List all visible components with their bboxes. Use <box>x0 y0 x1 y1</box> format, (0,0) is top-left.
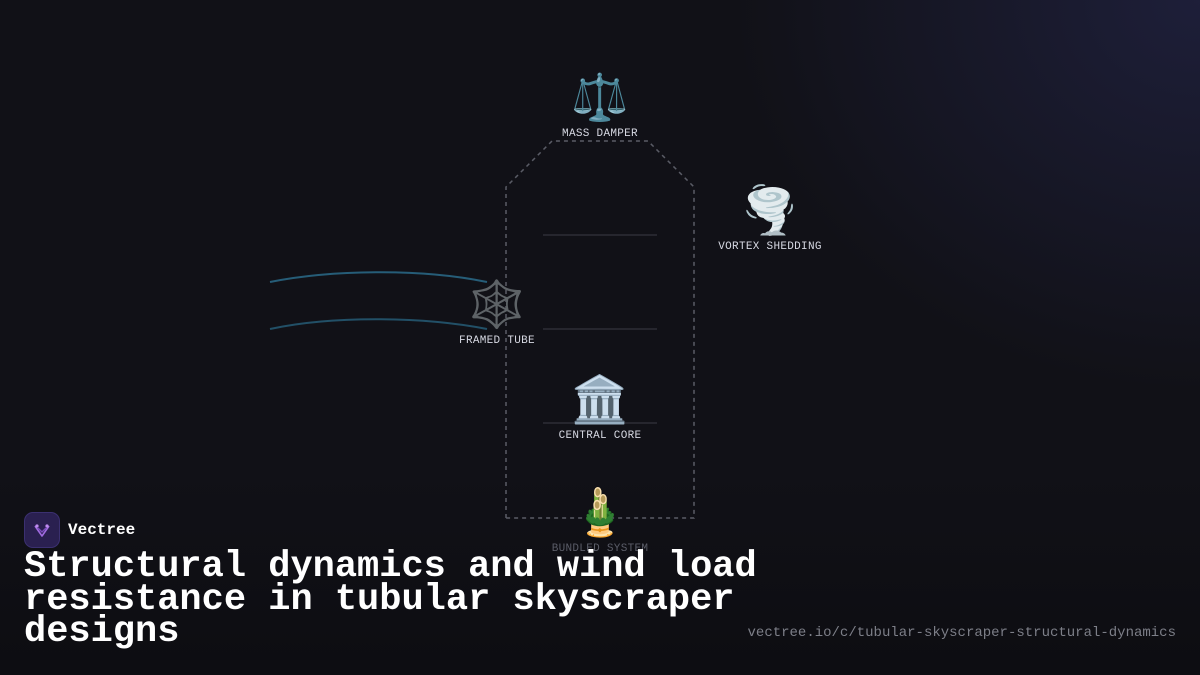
page-title: Structural dynamics and wind load resist… <box>24 546 757 653</box>
node-mass-damper: ⚖️ MASS DAMPER <box>562 72 638 140</box>
node-label: BUNDLED SYSTEM <box>551 543 649 555</box>
node-label: CENTRAL CORE <box>558 430 642 442</box>
node-vortex-shedding: 🌪️ VORTEX SHEDDING <box>718 185 822 253</box>
page-url[interactable]: vectree.io/c/tubular-skyscraper-structur… <box>747 625 1176 641</box>
node-label: VORTEX SHEDDING <box>718 241 822 253</box>
brand[interactable]: Vectree <box>24 512 135 548</box>
balance-scale-icon: ⚖️ <box>571 70 629 124</box>
wind-flow-line-upper <box>269 271 488 283</box>
node-bundled-system: 🎍 BUNDLED SYSTEM <box>552 487 649 555</box>
node-label: FRAMED TUBE <box>459 335 535 347</box>
vectree-logo-icon <box>24 512 60 548</box>
web-icon: 🕸️ <box>468 277 526 331</box>
tornado-icon: 🌪️ <box>741 183 799 237</box>
wind-flow-line-lower <box>269 318 488 330</box>
node-central-core: 🏛️ CENTRAL CORE <box>559 374 642 442</box>
tower-outline <box>505 140 695 519</box>
node-framed-tube: 🕸️ FRAMED TUBE <box>459 279 535 347</box>
classical-building-icon: 🏛️ <box>571 372 629 426</box>
bamboo-icon: 🎍 <box>571 485 629 539</box>
brand-name: Vectree <box>68 521 136 539</box>
node-label: MASS DAMPER <box>562 128 638 140</box>
